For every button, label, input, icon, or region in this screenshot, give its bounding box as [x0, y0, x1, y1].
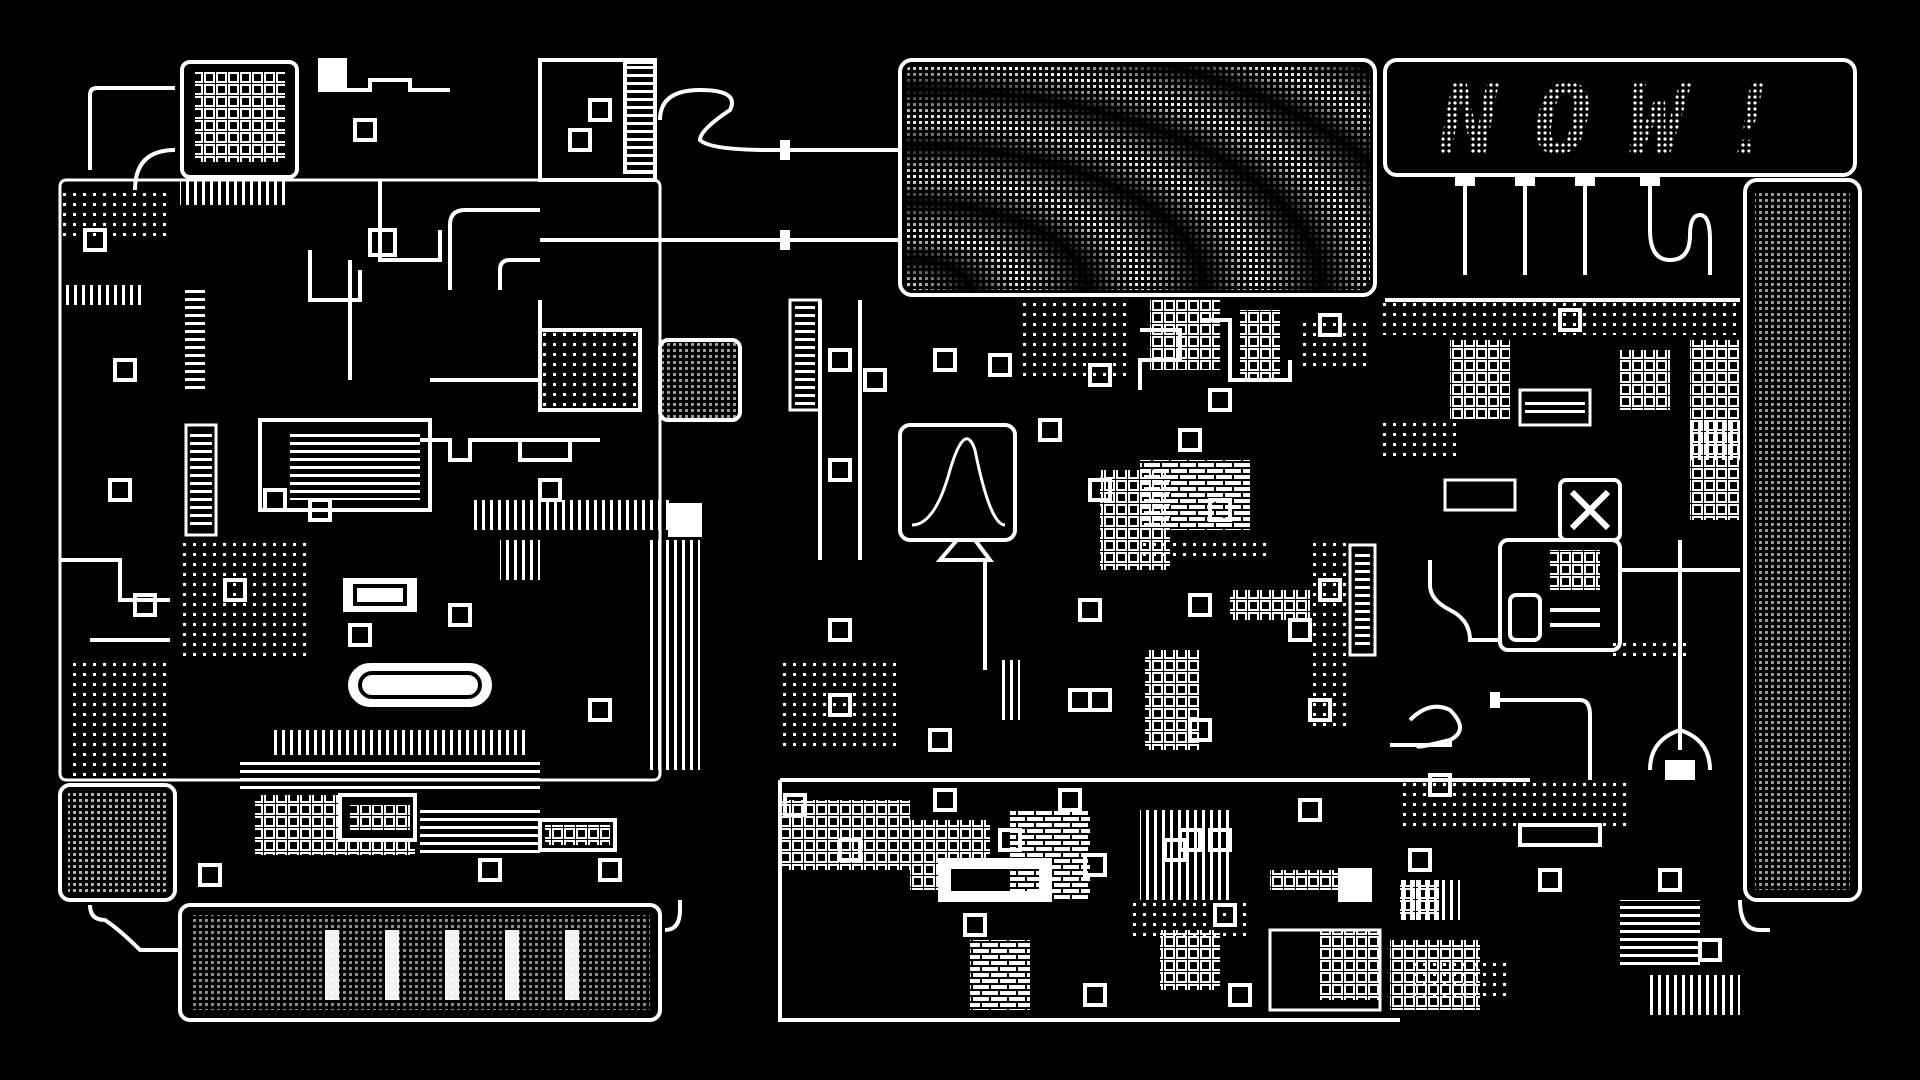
ripple-screen	[898, 58, 1377, 297]
now-panel	[1383, 58, 1857, 177]
now-panel-text: NOW!	[1440, 64, 1816, 176]
chip-module	[180, 60, 299, 179]
waveform-screen	[898, 423, 1017, 542]
tall-right-panel	[1743, 178, 1862, 902]
